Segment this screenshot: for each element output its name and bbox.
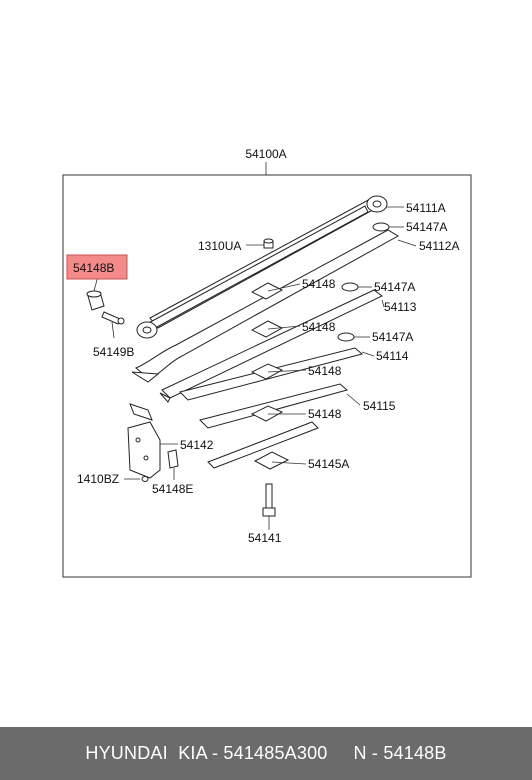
bushing-54148B (86, 290, 105, 311)
pin-54149B (101, 311, 125, 325)
leader-lines (93, 206, 417, 530)
label-54148B: 54148B (73, 261, 114, 275)
leaf-54114 (179, 347, 364, 401)
highlight-box-54148B (66, 254, 128, 280)
label-54114: 54114 (376, 349, 409, 363)
label-54148-1: 54148 (302, 277, 336, 291)
pad-54147A-1 (372, 222, 390, 232)
pad-54147A-3 (337, 332, 355, 342)
main-leaf-spring (136, 195, 388, 339)
leaf-54113 (159, 289, 383, 403)
leaf-54115 (199, 383, 349, 429)
label-54113: 54113 (384, 300, 417, 314)
label-1310UA: 1310UA (198, 239, 241, 253)
leaf-54112A (131, 229, 399, 383)
label-54148E: 54148E (152, 482, 193, 496)
label-54147A-3: 54147A (372, 330, 413, 344)
label-54142: 54142 (180, 438, 214, 452)
parts-diagram-svg: 54100A (62, 147, 472, 578)
label-54112A: 54112A (419, 239, 459, 253)
center-bolt-54141 (262, 483, 276, 517)
nut-1410BZ (141, 476, 149, 482)
label-54115: 54115 (363, 399, 396, 413)
clip-54148E (167, 449, 179, 469)
assembly-frame (62, 174, 472, 578)
label-54148-3: 54148 (308, 364, 342, 378)
label-54147A-1: 54147A (406, 220, 447, 234)
label-54100A: 54100A (245, 147, 286, 161)
label-54148-4: 54148 (308, 407, 342, 421)
label-54149B: 54149B (93, 345, 134, 359)
parts-diagram: 54100A (62, 147, 472, 578)
nut-1310UA (263, 238, 274, 249)
leaf-54145A (207, 421, 319, 470)
label-1410BZ: 1410BZ (77, 472, 119, 486)
label-54148-2: 54148 (302, 320, 336, 334)
part-number-footer: HYUNDAI KIA - 541485A300 N - 54148B (0, 727, 532, 780)
label-54145A: 54145A (308, 457, 349, 471)
label-54147A-2: 54147A (374, 280, 415, 294)
bracket-54142 (127, 403, 161, 479)
label-54141: 54141 (248, 531, 282, 545)
label-54111A: 54111A (406, 201, 446, 215)
pad-54147A-2 (341, 282, 359, 292)
